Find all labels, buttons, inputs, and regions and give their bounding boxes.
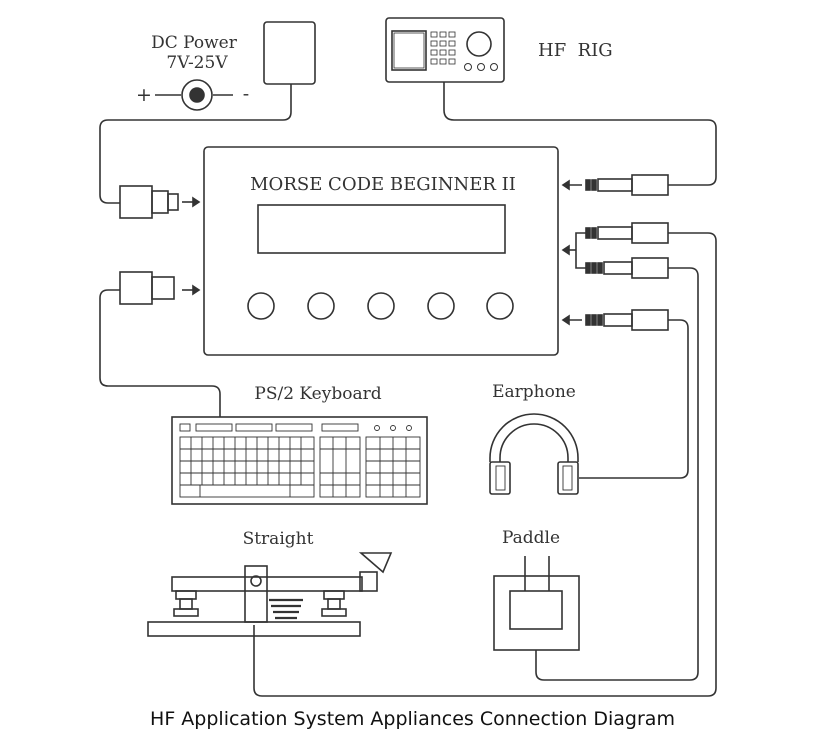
device-title: MORSE CODE BEGINNER II [250, 174, 516, 195]
dc-power-jack [155, 79, 233, 111]
straight-key-icon [147, 552, 393, 637]
straight-key-cable [535, 267, 699, 681]
cables [99, 82, 717, 697]
dc-plus-sign: + [136, 84, 152, 106]
right-jack-hf-rig [561, 174, 669, 196]
straight-label: Straight [243, 529, 314, 549]
earphone-icon [489, 413, 579, 495]
earphone-label: Earphone [492, 382, 576, 402]
keyboard-cable [99, 289, 221, 417]
hf-rig-label: HF RIG [538, 40, 613, 61]
ps2-keyboard-icon [171, 416, 428, 505]
lcd-display [257, 204, 506, 254]
paddle-label: Paddle [502, 528, 560, 548]
hf-rig-cable [443, 82, 717, 186]
device-button-3 [367, 292, 395, 320]
power-adapter-icon [263, 21, 316, 85]
diagram-caption: HF Application System Appliances Connect… [150, 708, 675, 730]
paddle-icon [493, 556, 580, 651]
power-cable [99, 84, 292, 204]
right-jack-straight [585, 257, 669, 279]
right-jack-earphone [561, 309, 669, 331]
right-jack-paddle [585, 222, 669, 244]
device-button-1 [247, 292, 275, 320]
dc-minus-sign: - [243, 83, 249, 105]
device-button-2 [307, 292, 335, 320]
keyboard-label: PS/2 Keyboard [254, 384, 381, 404]
jack-splitter [561, 232, 586, 269]
left-connector-bottom [119, 271, 201, 305]
left-connector-top [119, 185, 201, 219]
hf-rig-icon [385, 17, 505, 83]
morse-code-beginner-device [203, 146, 559, 356]
paddle-cable [253, 232, 717, 697]
dc-power-voltage-label: 7V-25V [166, 53, 228, 73]
device-button-5 [486, 292, 514, 320]
device-button-4 [427, 292, 455, 320]
dc-power-label: DC Power [151, 33, 238, 53]
earphone-cable [579, 319, 689, 479]
